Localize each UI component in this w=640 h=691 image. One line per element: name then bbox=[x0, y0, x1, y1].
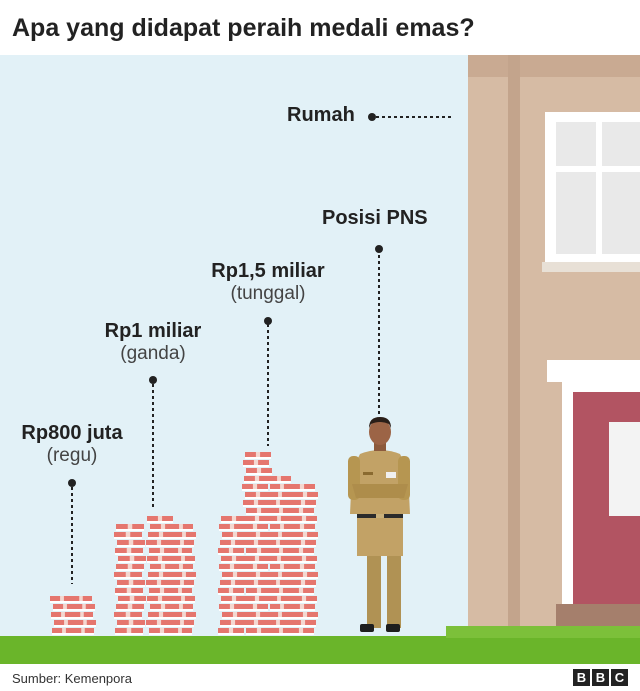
house-illustration bbox=[468, 55, 640, 640]
money-stack-regu bbox=[50, 596, 96, 635]
leader-lines bbox=[71, 116, 452, 584]
bbc-logo: B B C bbox=[573, 669, 628, 686]
chart-title: Apa yang didapat peraih medali emas? bbox=[12, 14, 475, 42]
label-ganda-category: (ganda) bbox=[120, 343, 186, 364]
money-stack-tunggal bbox=[218, 452, 318, 635]
label-ganda: Rp1 miliar (ganda) bbox=[94, 320, 212, 365]
label-tunggal-category: (tunggal) bbox=[230, 283, 306, 304]
label-regu-amount: Rp800 juta bbox=[21, 422, 123, 444]
label-regu-category: (regu) bbox=[46, 445, 98, 466]
money-stack-ganda bbox=[114, 516, 196, 635]
label-rumah: Rumah bbox=[287, 104, 355, 126]
label-regu: Rp800 juta (regu) bbox=[14, 422, 130, 467]
grass bbox=[0, 636, 640, 664]
label-pns: Posisi PNS bbox=[322, 207, 428, 229]
civil-servant-figure bbox=[348, 417, 410, 632]
label-tunggal: Rp1,5 miliar (tunggal) bbox=[196, 260, 340, 305]
source-note: Sumber: Kemenpora bbox=[12, 671, 132, 686]
label-ganda-amount: Rp1 miliar bbox=[104, 320, 202, 342]
leader-dots bbox=[68, 113, 383, 487]
label-tunggal-amount: Rp1,5 miliar bbox=[211, 260, 325, 282]
